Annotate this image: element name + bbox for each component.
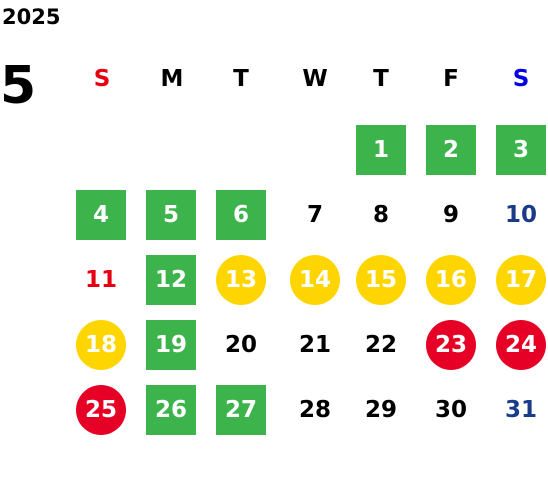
day-cell-29[interactable]: 29 — [364, 397, 397, 423]
day-cell-13[interactable]: 13 — [216, 255, 266, 305]
weekday-sunday: S — [93, 66, 111, 92]
day-cell-16[interactable]: 16 — [426, 255, 476, 305]
day-cell-20[interactable]: 20 — [224, 332, 257, 358]
weekday-thursday: T — [373, 66, 389, 92]
day-cell-12[interactable]: 12 — [146, 255, 196, 305]
day-cell-10[interactable]: 10 — [504, 202, 537, 228]
month-number: 5 — [0, 56, 37, 116]
day-cell-27[interactable]: 27 — [216, 385, 266, 435]
day-cell-23[interactable]: 23 — [426, 320, 476, 370]
day-cell-9[interactable]: 9 — [442, 202, 459, 228]
year-label: 2025 — [2, 5, 61, 29]
day-cell-22[interactable]: 22 — [364, 332, 397, 358]
day-cell-11[interactable]: 11 — [84, 267, 117, 293]
day-cell-6[interactable]: 6 — [216, 190, 266, 240]
day-cell-4[interactable]: 4 — [76, 190, 126, 240]
day-cell-24[interactable]: 24 — [496, 320, 546, 370]
day-cell-15[interactable]: 15 — [356, 255, 406, 305]
day-cell-21[interactable]: 21 — [298, 332, 331, 358]
weekday-friday: F — [443, 66, 459, 92]
day-cell-3[interactable]: 3 — [496, 125, 546, 175]
day-cell-19[interactable]: 19 — [146, 320, 196, 370]
weekday-tuesday: T — [233, 66, 249, 92]
day-cell-5[interactable]: 5 — [146, 190, 196, 240]
day-cell-18[interactable]: 18 — [76, 320, 126, 370]
weekday-saturday: S — [512, 66, 530, 92]
day-cell-17[interactable]: 17 — [496, 255, 546, 305]
day-cell-7[interactable]: 7 — [306, 202, 323, 228]
day-cell-25[interactable]: 25 — [76, 385, 126, 435]
day-cell-30[interactable]: 30 — [434, 397, 467, 423]
day-cell-2[interactable]: 2 — [426, 125, 476, 175]
day-cell-28[interactable]: 28 — [298, 397, 331, 423]
day-cell-14[interactable]: 14 — [290, 255, 340, 305]
day-cell-26[interactable]: 26 — [146, 385, 196, 435]
day-cell-31[interactable]: 31 — [504, 397, 537, 423]
weekday-monday: M — [160, 66, 184, 92]
day-cell-8[interactable]: 8 — [372, 202, 389, 228]
weekday-wednesday: W — [302, 66, 328, 92]
day-cell-1[interactable]: 1 — [356, 125, 406, 175]
